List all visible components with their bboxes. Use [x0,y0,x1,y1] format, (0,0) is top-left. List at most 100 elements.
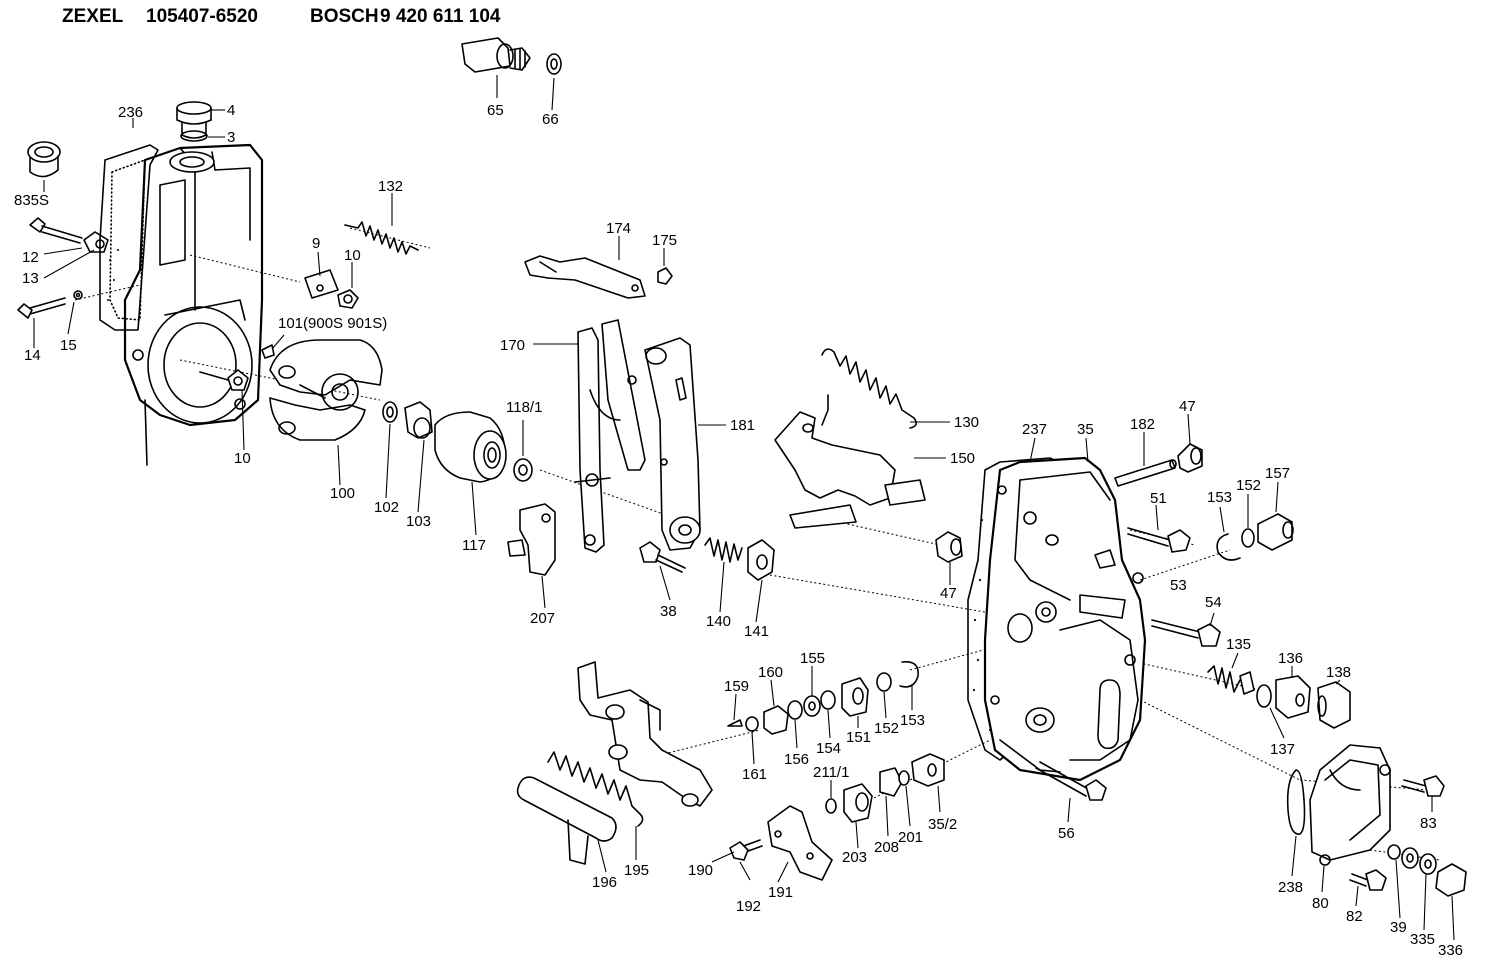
label-160: 160 [758,664,783,681]
plug-157 [1257,513,1294,551]
ring-152b [876,672,892,692]
circlip-153b [899,660,919,688]
label-80: 80 [1312,895,1329,912]
label-14: 14 [24,347,41,364]
bracket-207 [507,503,556,576]
part-65 [461,37,531,73]
label-141: 141 [744,623,769,640]
governor-cover [967,456,1147,782]
label-140: 140 [706,613,731,630]
ring-152 [1241,528,1255,548]
label-54: 54 [1205,594,1222,611]
label-153-mid: 153 [900,712,925,729]
label-38: 38 [660,603,677,620]
cap-336 [1435,863,1467,897]
screw-38 [639,541,686,573]
label-156: 156 [784,751,809,768]
label-53: 53 [1170,577,1187,594]
bracket-9 [199,269,359,391]
label-336: 336 [1438,942,1463,959]
label-35: 35 [1077,421,1094,438]
label-211-1: 211/1 [813,764,849,781]
label-82: 82 [1346,908,1363,925]
label-170: 170 [500,337,525,354]
label-181: 181 [730,417,755,434]
cap-138 [1317,681,1351,729]
label-159: 159 [724,678,749,695]
label-174: 174 [606,220,631,237]
label-152-top: 152 [1236,477,1261,494]
label-201: 201 [898,829,923,846]
spring-195 [547,751,644,827]
label-130: 130 [954,414,979,431]
label-10-upper: 10 [344,247,361,264]
label-208: 208 [874,839,899,856]
label-237: 237 [1022,421,1047,438]
label-157: 157 [1265,465,1290,482]
label-136: 136 [1278,650,1303,667]
lever-174 [524,255,646,299]
screw-82 [1349,869,1387,891]
label-65: 65 [487,102,504,119]
label-13: 13 [22,270,39,287]
bolts-left [17,217,109,319]
label-56: 56 [1058,825,1075,842]
screw-plug [176,101,212,142]
label-83: 83 [1420,815,1437,832]
circlip-153 [1216,533,1241,561]
label-118-1: 118/1 [506,399,542,416]
label-39: 39 [1390,919,1407,936]
pin-182 [1114,459,1177,487]
nut-141 [747,539,775,581]
label-191: 191 [768,884,793,901]
ring-238 [1286,769,1306,835]
label-192: 192 [736,898,761,915]
label-203: 203 [842,849,867,866]
washer-161 [745,716,759,732]
label-138: 138 [1326,664,1351,681]
label-135: 135 [1226,636,1251,653]
washer-154 [820,690,836,710]
label-117: 117 [462,537,486,554]
sleeve-196 [516,776,617,865]
label-101: 101(900S 901S) [278,315,387,332]
lever-170 [574,319,646,553]
label-137: 137 [1270,741,1295,758]
spring-130 [821,348,918,429]
header-bosch-part-number: 9 420 611 104 [380,6,501,27]
label-51: 51 [1150,490,1167,507]
washers-39-335 [1387,844,1437,875]
label-207: 207 [530,610,555,627]
plug-47-left [935,531,963,563]
cover-80 [1309,744,1391,866]
label-4: 4 [227,102,235,119]
nut-136 [1256,675,1311,719]
label-154: 154 [816,740,841,757]
screw-56 [1035,761,1107,801]
label-102: 102 [374,499,399,516]
sleeve-160 [763,705,789,735]
nut-155 [803,695,821,717]
sleeve-103 [404,401,433,439]
label-100: 100 [330,485,355,502]
header: ZEXEL 105407-6520 BOSCH 9 420 611 104 [62,6,501,27]
label-12: 12 [22,249,39,266]
label-155: 155 [800,650,825,667]
washer-156 [787,700,803,720]
screw-83 [1401,775,1445,797]
sleeve-117 [434,411,507,483]
spring-140 [704,537,743,563]
header-zexel-part-number: 105407-6520 [146,6,258,27]
label-236: 236 [118,104,143,121]
plug-47-top [1177,443,1203,473]
sleeve-151 [841,677,869,717]
label-152-mid: 152 [874,720,899,737]
label-335: 335 [1410,931,1435,948]
cap-835s [27,141,61,178]
flyweight-assembly [261,339,383,441]
label-35-2: 35/2 [928,816,957,833]
governor-housing [99,143,264,466]
label-151: 151 [846,729,871,746]
